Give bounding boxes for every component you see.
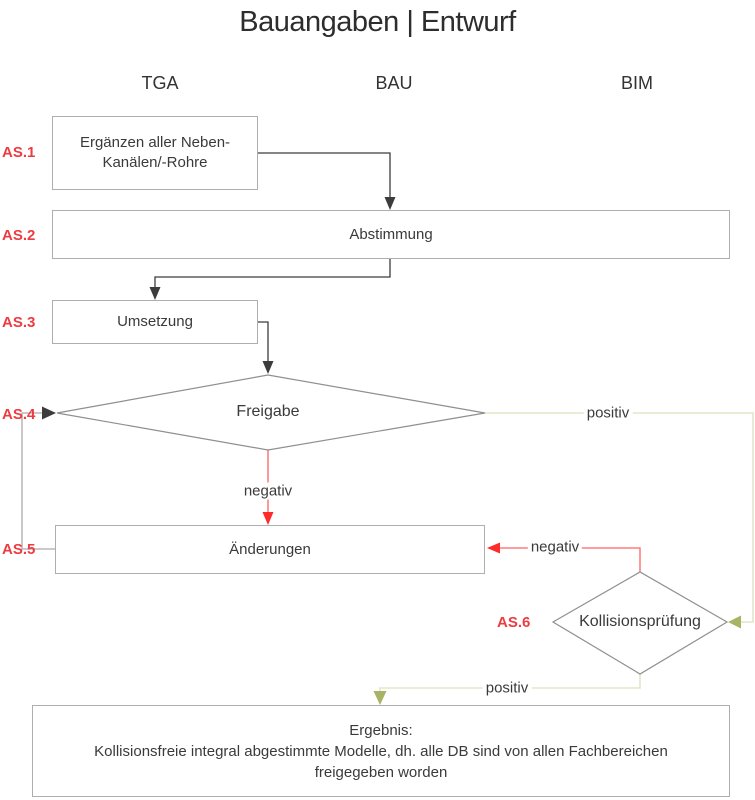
- arrowhead-as4-top: [262, 361, 274, 374]
- edge-label-kollision-negativ: negativ: [527, 538, 583, 556]
- page-title: Bauangaben | Entwurf: [239, 6, 516, 38]
- edge-as1-to-as2: [258, 152, 391, 198]
- decision-kollisionspruefung-label: Kollisionsprüfung: [579, 613, 701, 630]
- step-id-as5: AS.5: [2, 541, 36, 558]
- edge-as2-to-as3: [154, 259, 391, 288]
- edge-as5-to-as4-loop: [21, 412, 55, 550]
- step-id-as3: AS.3: [2, 314, 36, 331]
- arrowhead-result-top: [373, 691, 387, 705]
- step-id-as6: AS.6: [497, 614, 531, 631]
- process-box-aenderungen: Änderungen: [55, 525, 485, 574]
- edge-label-kollision-positiv: positiv: [482, 679, 532, 697]
- result-box: Ergebnis: Kollisionsfreie integral abges…: [32, 705, 730, 797]
- decision-kollisionspruefung-shape: [551, 571, 729, 675]
- arrowhead-as6-right: [728, 615, 741, 629]
- edge-label-freigabe-negativ: negativ: [240, 482, 296, 500]
- edge-label-freigabe-positiv: positiv: [583, 404, 633, 422]
- arrowhead-as2: [384, 197, 396, 210]
- step-id-as1: AS.1: [2, 144, 36, 161]
- decision-freigabe-shape: [56, 374, 486, 451]
- column-header-bim: BIM: [620, 73, 653, 93]
- step-id-as2: AS.2: [2, 227, 36, 244]
- arrowhead-as5-top: [262, 512, 274, 525]
- decision-freigabe-label: Freigabe: [236, 403, 300, 420]
- arrowhead-as5-right: [487, 542, 500, 554]
- process-box-abstimmung: Abstimmung: [52, 210, 730, 259]
- process-box-ergaenzen: Ergänzen aller Neben- Kanälen/-Rohre: [52, 116, 258, 190]
- arrowhead-as4-left: [42, 406, 56, 420]
- column-header-bau: BAU: [375, 73, 413, 93]
- edge-as3-to-as4: [258, 321, 269, 362]
- process-box-umsetzung: Umsetzung: [52, 300, 258, 344]
- step-id-as4: AS.4: [2, 406, 36, 423]
- column-header-tga: TGA: [141, 73, 179, 93]
- arrowhead-as3: [149, 287, 161, 300]
